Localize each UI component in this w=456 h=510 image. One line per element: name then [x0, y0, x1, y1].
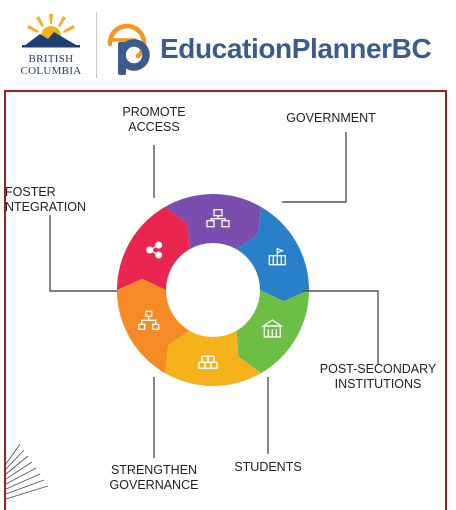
leader-line-2 [302, 290, 379, 364]
leader-line-5 [49, 215, 117, 292]
segment-label-line: INSTITUTIONS [335, 377, 422, 391]
network-icon [206, 209, 230, 228]
segment-label-line: GOVERNMENT [286, 111, 376, 125]
segment-label-3: STUDENTS [234, 460, 301, 474]
segment-label-line: PROMOTE [122, 105, 185, 119]
segment-label-line: ACCESS [128, 120, 179, 134]
segment-label-line: FOSTER [6, 185, 56, 199]
british-columbia-logo[interactable]: BRITISH COLUMBIA [14, 8, 88, 84]
header: BRITISH COLUMBIA EducationPlannerBC [0, 0, 456, 88]
corner-hatch-decoration [6, 443, 49, 500]
ep-logo-icon [107, 23, 150, 75]
segment-label-line: STUDENTS [234, 460, 301, 474]
share-icon [146, 241, 163, 259]
header-divider [96, 12, 97, 78]
segment-label-line: POST-SECONDARY [320, 362, 437, 376]
institution-icon [261, 319, 284, 338]
segment-label-line: STRENGTHEN [111, 463, 197, 477]
cycle-segment-6 [165, 194, 261, 250]
cycle-segment-3 [165, 330, 261, 386]
cycle-segment-1 [236, 206, 309, 302]
segment-label-1: GOVERNMENT [286, 111, 376, 125]
leader-line-1 [282, 132, 347, 203]
government-building-icon [268, 247, 286, 266]
org-chart-icon [138, 310, 160, 330]
educationplanner-logo-mark[interactable] [104, 20, 160, 80]
bc-sun-mountains-icon [22, 14, 80, 48]
students-icon [198, 355, 218, 369]
brand-name[interactable]: EducationPlannerBC [160, 33, 432, 64]
segment-label-line: NTEGRATION [6, 200, 86, 214]
bc-logo-line-1: BRITISH [28, 53, 74, 65]
segment-label-line: GOVERNANCE [110, 478, 199, 492]
bc-logo-line-2: COLUMBIA [20, 65, 82, 77]
